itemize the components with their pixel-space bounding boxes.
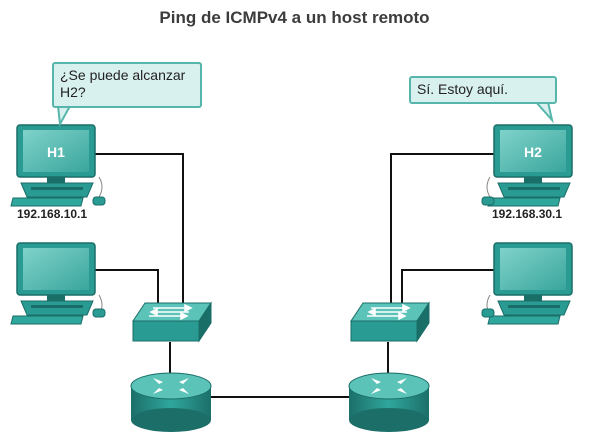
speech-bubble-h2: Sí. Estoy aquí.	[409, 76, 557, 104]
link-h2-switch2	[390, 153, 498, 305]
router-arrows-icon	[371, 378, 407, 394]
host-h2[interactable]: H2	[481, 124, 573, 207]
diagram-title: Ping de ICMPv4 a un host remoto	[159, 8, 430, 27]
router-left[interactable]	[130, 372, 212, 432]
switch-arrows-icon	[367, 303, 411, 321]
ip-label-h1: 192.168.10.1	[17, 207, 88, 221]
host-pc-lower-right[interactable]	[481, 242, 573, 325]
host-h1-label: H1	[47, 144, 65, 160]
switch-arrows-icon	[149, 303, 193, 321]
host-pc-lower-left[interactable]	[10, 242, 106, 325]
link-pc4-switch2	[401, 269, 498, 305]
router-arrows-icon	[153, 378, 189, 394]
bubble-h1-tail	[56, 105, 72, 128]
bubble-h2-tail	[533, 101, 554, 124]
router-right[interactable]	[348, 372, 430, 432]
host-h1[interactable]: H1	[10, 124, 106, 207]
switch-left[interactable]	[132, 301, 212, 343]
link-pc2-switch1	[95, 269, 159, 305]
host-h2-label: H2	[524, 144, 542, 160]
link-h1-switch1	[95, 153, 184, 305]
network-links	[95, 153, 498, 398]
speech-bubble-h1: ¿Se puede alcanzar H2?	[52, 62, 202, 108]
ip-label-h2: 192.168.30.1	[492, 207, 563, 221]
switch-right[interactable]	[350, 301, 430, 343]
